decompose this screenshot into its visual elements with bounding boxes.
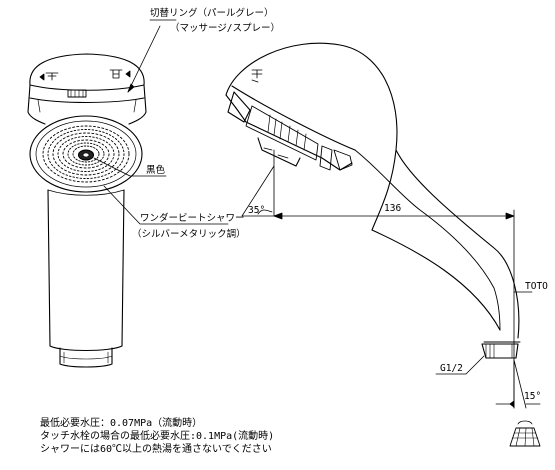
leader-g12 (435, 355, 485, 375)
note-hot-water-warning: シャワーには60℃以上の熱湯を通さないでください (40, 444, 272, 455)
label-switch-ring-sub: （マッサージ/スプレー） (170, 22, 280, 34)
mode-mark-massage-icon (39, 72, 59, 81)
side-view (225, 42, 521, 359)
label-thread-g12: G1/2 (440, 363, 463, 374)
switch-ring-top (29, 53, 145, 86)
spray-face (29, 115, 143, 193)
leader-black (93, 157, 167, 177)
label-black-color: 黒色 (146, 164, 166, 176)
note-min-pressure: 最低必要水圧：0.07MPa（流動時） (40, 418, 203, 429)
note-touch-faucet-pressure: タッチ水栓の場合の最低必要水圧:0.1MPa(流動時) (40, 431, 275, 442)
label-dim-136: 136 (384, 203, 401, 214)
angle-35-lines (241, 149, 275, 217)
head-switch-ring (227, 91, 251, 123)
leader-switch-ring (127, 19, 177, 93)
connector-front (59, 347, 113, 368)
water-spray-icon (509, 420, 541, 447)
dimension-lines (93, 19, 541, 409)
connector-side (481, 343, 519, 359)
spray-nozzles (42, 125, 130, 183)
head-outline (225, 42, 398, 231)
label-wonder-beat: ワンダービートシャワー (140, 212, 245, 224)
label-wonder-beat-sub: （シルバーメタリック調） (132, 228, 246, 240)
front-view (27, 53, 147, 368)
angle-15-lines (495, 359, 541, 409)
handle-front (47, 189, 125, 351)
label-switch-ring: 切替リング（パールグレー） (150, 7, 274, 19)
head-nozzle-face (257, 137, 301, 167)
label-brand-toto: TOTO (525, 281, 548, 292)
label-angle-15: 15° (524, 391, 541, 402)
handle-side (371, 149, 520, 339)
switch-ring-side (27, 84, 147, 125)
mode-mark-spray-icon (109, 69, 131, 79)
label-angle-35: 35° (248, 205, 265, 216)
leader-wonder-beat (103, 185, 229, 225)
